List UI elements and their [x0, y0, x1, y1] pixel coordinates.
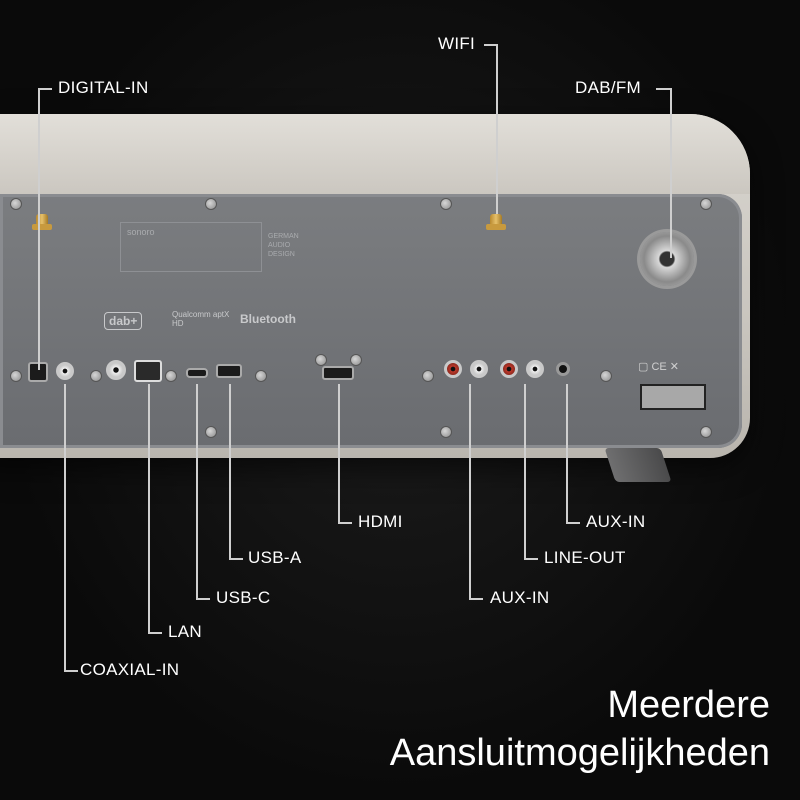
- callout-line: [670, 88, 672, 258]
- screw: [700, 198, 712, 210]
- screw: [700, 426, 712, 438]
- callout-line: [229, 384, 231, 558]
- dab-fm-antenna-connector: [640, 232, 694, 286]
- aux-in-right-port: [470, 360, 488, 378]
- callout-line: [64, 384, 66, 670]
- ce-marks: ▢ CE ✕: [638, 361, 680, 373]
- headline-line-2: Aansluitmogelijkheden: [389, 732, 770, 774]
- callout-line: [484, 44, 496, 46]
- callout-line: [469, 384, 471, 598]
- callout-digital-in: DIGITAL-IN: [58, 78, 149, 97]
- screw: [165, 370, 177, 382]
- callout-line: [656, 88, 670, 90]
- screw: [315, 354, 327, 366]
- callout-line-out: LINE-OUT: [544, 548, 626, 567]
- screw: [440, 426, 452, 438]
- callout-line: [566, 522, 580, 524]
- screw: [422, 370, 434, 382]
- callout-line: [338, 384, 340, 522]
- bluetooth-logo: Bluetooth: [240, 312, 296, 326]
- screw: [10, 198, 22, 210]
- line-out-left-port: [500, 360, 518, 378]
- callout-line: [38, 88, 40, 370]
- callout-usb-c: USB-C: [216, 588, 271, 607]
- callout-line: [38, 88, 52, 90]
- screw: [350, 354, 362, 366]
- callout-line: [496, 44, 498, 214]
- callout-hdmi: HDMI: [358, 512, 403, 531]
- qualcomm-logo: Qualcomm aptX HD: [172, 310, 230, 328]
- callout-coaxial-in: COAXIAL-IN: [80, 660, 180, 679]
- brand-text: sonoro: [127, 227, 155, 237]
- screw: [10, 370, 22, 382]
- device-top: [0, 114, 750, 194]
- callout-line: [196, 598, 210, 600]
- usb-a-port: [216, 364, 242, 378]
- rear-panel: sonoro GERMAN AUDIO DESIGN dab+ Qualcomm…: [0, 194, 742, 448]
- callout-wifi: WIFI: [438, 34, 476, 53]
- screw: [205, 198, 217, 210]
- line-out-right-port: [526, 360, 544, 378]
- callout-line: [524, 558, 538, 560]
- callout-line: [566, 384, 568, 522]
- callout-usb-a: USB-A: [248, 548, 302, 567]
- callout-line: [196, 384, 198, 598]
- callout-aux-in-rca: AUX-IN: [490, 588, 550, 607]
- rating-label: sonoro: [120, 222, 262, 272]
- callout-line: [148, 632, 162, 634]
- coaxial-port: [56, 362, 74, 380]
- aux-in-jack: [556, 362, 570, 376]
- callout-aux-in-jack: AUX-IN: [586, 512, 646, 531]
- callout-line: [469, 598, 483, 600]
- serial-plate: [640, 384, 706, 410]
- design-text: GERMAN AUDIO DESIGN: [268, 233, 299, 258]
- screw: [205, 426, 217, 438]
- screw: [440, 198, 452, 210]
- device-foot: [604, 448, 672, 482]
- aux-in-left-port: [444, 360, 462, 378]
- headline-line-1: Meerdere: [607, 684, 770, 726]
- wifi-antenna-connector: [486, 214, 506, 230]
- lan-port: [134, 360, 162, 382]
- callout-line: [338, 522, 352, 524]
- hdmi-port: [322, 366, 354, 380]
- callout-line: [64, 670, 78, 672]
- callout-line: [524, 384, 526, 558]
- callout-line: [148, 384, 150, 632]
- callout-dab-fm: DAB/FM: [575, 78, 642, 97]
- dab-logo: dab+: [104, 312, 143, 330]
- screw: [255, 370, 267, 382]
- wps-button: [106, 360, 126, 380]
- screw: [600, 370, 612, 382]
- callout-line: [229, 558, 243, 560]
- callout-lan: LAN: [168, 622, 202, 641]
- usb-c-port: [186, 368, 208, 378]
- screw: [90, 370, 102, 382]
